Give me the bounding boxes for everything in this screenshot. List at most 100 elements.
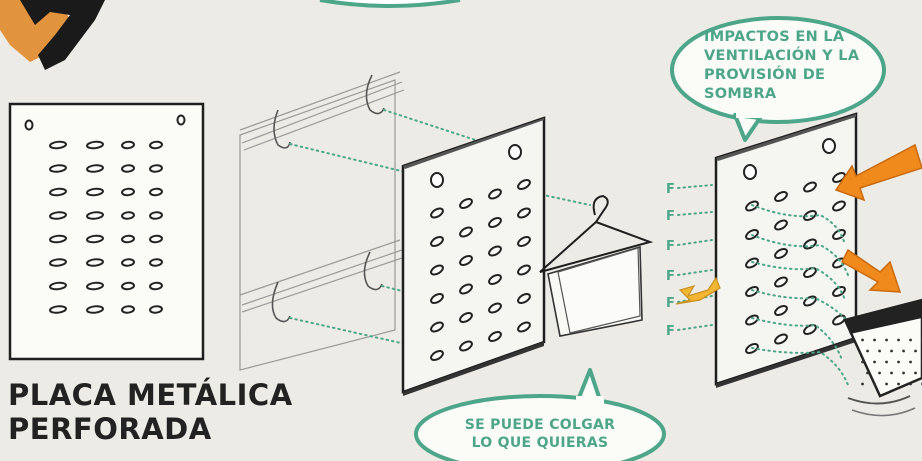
svg-text:F: F: [666, 296, 675, 311]
awning-dot: [873, 360, 876, 364]
plate-hole: [517, 178, 531, 191]
front-hole: [149, 305, 163, 314]
airflow-lines: [677, 184, 851, 386]
hanging-callout-text: SE PUEDE COLGAR LO QUE QUIERAS: [440, 416, 640, 452]
awning-dot: [914, 349, 917, 353]
front-hole: [49, 140, 67, 150]
front-hole: [86, 234, 104, 244]
plate-hole: [517, 321, 531, 333]
awning-dots: [861, 338, 922, 386]
hanging-line-1: SE PUEDE COLGAR: [464, 417, 616, 433]
plate-hole: [745, 285, 759, 298]
awning-dot: [897, 360, 900, 364]
plate-hole: [459, 340, 473, 352]
plate-hole: [774, 190, 788, 203]
awning-dot: [890, 371, 893, 375]
front-hole: [149, 281, 163, 291]
awning-dot: [897, 338, 900, 342]
front-hole: [121, 258, 135, 267]
front-hole: [121, 187, 135, 197]
hanger-with-cloth: [539, 194, 654, 337]
front-hole: [149, 258, 163, 267]
plate-hole: [517, 264, 531, 276]
plate-hole: [488, 188, 502, 200]
plate-hole: [832, 200, 846, 212]
awning-dot: [902, 371, 905, 375]
front-holes: [49, 140, 163, 314]
front-hole: [49, 187, 67, 197]
front-hole: [86, 258, 104, 267]
plate-hole: [459, 197, 473, 210]
plate-hanging: [401, 116, 546, 396]
front-hole: [149, 164, 163, 173]
plate-hole: [803, 209, 817, 222]
plate-hole: [488, 302, 502, 314]
awning-dot: [885, 338, 888, 342]
wall-frame: [239, 71, 405, 371]
awning-dot: [866, 349, 869, 353]
front-hole: [149, 140, 163, 150]
front-hole: [49, 211, 67, 220]
plate-hole: [517, 292, 531, 305]
awning-dot: [902, 349, 905, 353]
front-hole: [49, 305, 67, 314]
front-hole: [49, 258, 67, 267]
hooks: [271, 74, 385, 323]
plate-front-view: [8, 102, 205, 361]
plate-hanging-holes: [430, 178, 531, 362]
plate-hole: [459, 254, 473, 267]
page-title: PLACA METÁLICA PERFORADA: [8, 378, 293, 446]
plate-hole: [459, 226, 473, 238]
plate-hole: [430, 349, 444, 362]
front-hole: [149, 187, 163, 197]
front-hole: [121, 164, 135, 173]
svg-text:F: F: [666, 269, 675, 284]
plate-hole: [459, 283, 473, 295]
awning-dot: [861, 382, 864, 386]
plate-hole: [517, 235, 531, 248]
svg-text:F: F: [666, 239, 675, 254]
awning-dot: [861, 360, 864, 364]
airflow-f-markers: F F F F F F: [666, 182, 675, 339]
awning-dot: [873, 338, 876, 342]
awning-dot: [909, 382, 912, 386]
ventilation-line-3: PROVISIÓN DE: [704, 67, 826, 83]
front-hole: [121, 305, 135, 314]
awning-dot: [861, 338, 864, 342]
svg-text:F: F: [666, 209, 675, 224]
awning-dot: [914, 371, 917, 375]
svg-text:F: F: [666, 182, 675, 197]
ventilation-line-1: IMPACTOS EN LA: [704, 29, 845, 45]
plate-hole: [774, 333, 788, 345]
front-hole: [49, 281, 67, 291]
plate-hole: [459, 311, 473, 324]
plate-hole: [430, 264, 444, 276]
front-hole: [86, 140, 104, 150]
front-hole: [149, 211, 163, 220]
front-hole: [86, 164, 104, 173]
hanging-callout-bubble: [414, 368, 666, 461]
top-bubble-fragment: [319, 0, 461, 8]
ventilation-line-4: SOMBRA: [704, 86, 777, 102]
plate-hole: [774, 304, 788, 317]
front-hole: [121, 234, 135, 244]
front-hole: [86, 187, 104, 197]
plate-hole: [774, 219, 788, 231]
plate-ventilation-holes: [745, 171, 846, 355]
front-hole: [86, 305, 104, 314]
front-hole: [86, 211, 104, 220]
front-hole: [49, 234, 67, 244]
ventilation-callout-bubble: [670, 16, 886, 142]
awning-dot: [897, 382, 900, 386]
awning-dot: [890, 349, 893, 353]
plate-hole: [430, 321, 444, 333]
awning-dot: [909, 338, 912, 342]
plate-hole: [488, 330, 502, 343]
svg-text:F: F: [666, 324, 675, 339]
front-hole: [121, 140, 135, 150]
awning-dot: [873, 382, 876, 386]
title-line-1: PLACA METÁLICA: [8, 378, 293, 412]
plate-hole: [430, 292, 444, 305]
awning: [843, 298, 922, 417]
